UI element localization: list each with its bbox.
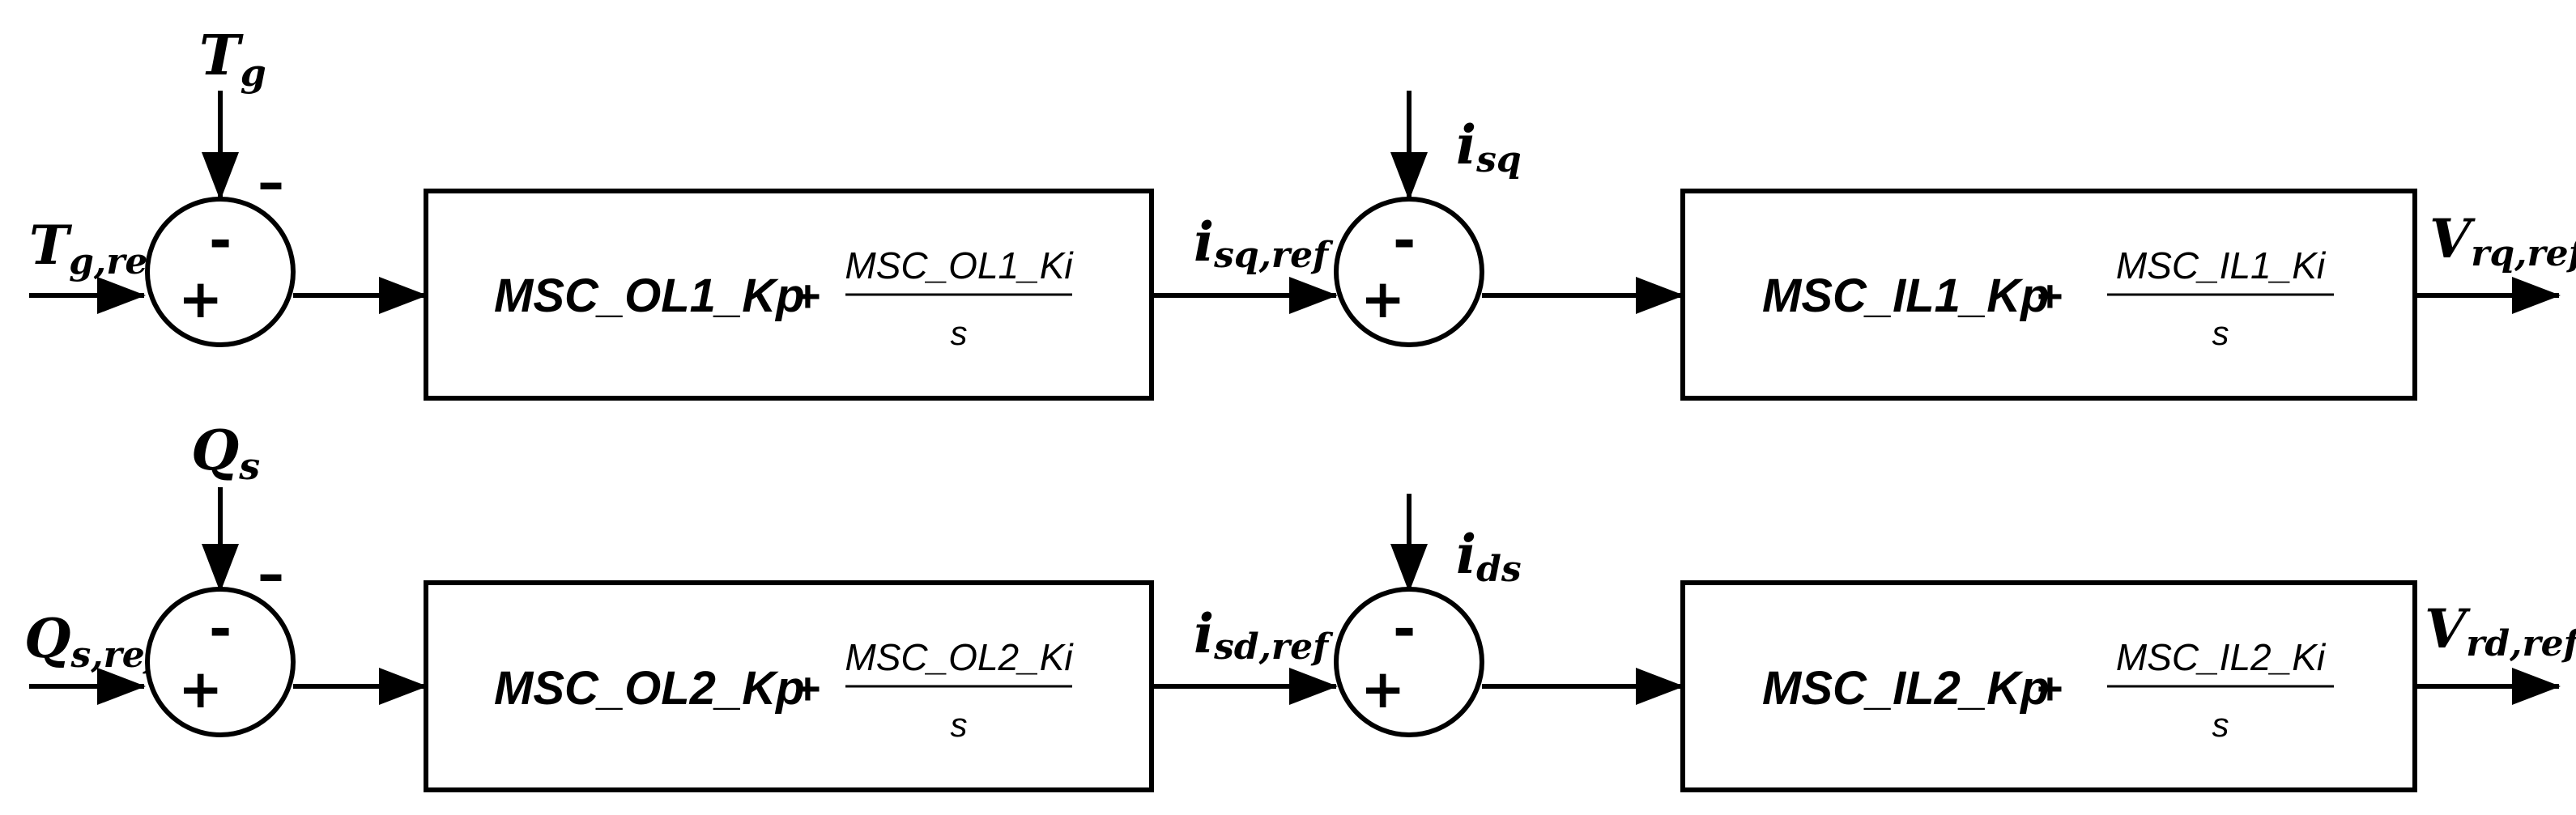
feedback1-label: Qs bbox=[191, 418, 260, 488]
feedback2-label: ids bbox=[1456, 523, 1522, 590]
summing-junction-2: + - bbox=[1334, 197, 1484, 347]
sum-minus-outer-sign: – bbox=[258, 151, 284, 214]
controller1-gain: MSC_OL2_Kp bbox=[494, 662, 805, 715]
controller2-denominator: s bbox=[2212, 706, 2229, 744]
controller1-denominator: s bbox=[951, 314, 968, 352]
output-label: Vrd,ref bbox=[2425, 597, 2576, 664]
controller2-block: MSC_IL2_Kp + MSC_IL2_Ki s bbox=[1680, 580, 2417, 792]
control-row-2: Qs,ref Qs + - – MSC_OL2_Kp + MSC_OL2_Ki … bbox=[24, 418, 2576, 792]
ref-input-label: Qs,ref bbox=[24, 607, 166, 676]
sum-minus-sign: - bbox=[209, 209, 232, 273]
controller2-numerator: MSC_IL1_Ki bbox=[2116, 244, 2327, 287]
sum2-plus-sign: + bbox=[1360, 658, 1405, 720]
summing-junction-1: + - – bbox=[145, 543, 296, 737]
summing-junction-1: + - – bbox=[145, 151, 296, 347]
mid-signal-label: isq,ref bbox=[1194, 210, 1334, 276]
feedback2-label: isq bbox=[1456, 113, 1522, 180]
controller2-gain: MSC_IL1_Kp bbox=[1762, 270, 2050, 322]
controller2-block: MSC_IL1_Kp + MSC_IL1_Ki s bbox=[1680, 189, 2417, 401]
sum-plus-sign: + bbox=[178, 268, 223, 330]
sum-plus-sign: + bbox=[178, 658, 223, 720]
controller2-gain: MSC_IL2_Kp bbox=[1762, 662, 2050, 715]
controller1-numerator: MSC_OL1_Ki bbox=[845, 244, 1074, 287]
controller1-gain: MSC_OL1_Kp bbox=[494, 270, 805, 322]
mid-signal-label: isd,ref bbox=[1194, 602, 1334, 668]
controller2-plus: + bbox=[2036, 270, 2063, 321]
sum2-minus-sign: - bbox=[1393, 209, 1416, 273]
controller1-plus: + bbox=[794, 663, 820, 714]
controller2-denominator: s bbox=[2212, 314, 2229, 352]
controller2-plus: + bbox=[2036, 663, 2063, 714]
feedback1-label: Tg bbox=[199, 23, 266, 95]
sum2-minus-sign: - bbox=[1393, 597, 1416, 661]
control-row-1: Tg,ref Tg + - – MSC_OL1_Kp + MSC_OL1_Ki … bbox=[29, 23, 2576, 401]
output-label: Vrq,ref bbox=[2429, 207, 2576, 274]
controller1-plus: + bbox=[794, 270, 820, 321]
sum2-plus-sign: + bbox=[1360, 268, 1405, 330]
controller1-numerator: MSC_OL2_Ki bbox=[845, 636, 1074, 678]
controller1-denominator: s bbox=[951, 706, 968, 744]
summing-junction-2: + - bbox=[1334, 587, 1484, 737]
sum-minus-outer-sign: – bbox=[258, 543, 284, 605]
controller1-block: MSC_OL2_Kp + MSC_OL2_Ki s bbox=[424, 580, 1154, 792]
controller1-block: MSC_OL1_Kp + MSC_OL1_Ki s bbox=[424, 189, 1154, 401]
controller2-numerator: MSC_IL2_Ki bbox=[2116, 636, 2327, 678]
sum-minus-sign: - bbox=[209, 597, 232, 661]
